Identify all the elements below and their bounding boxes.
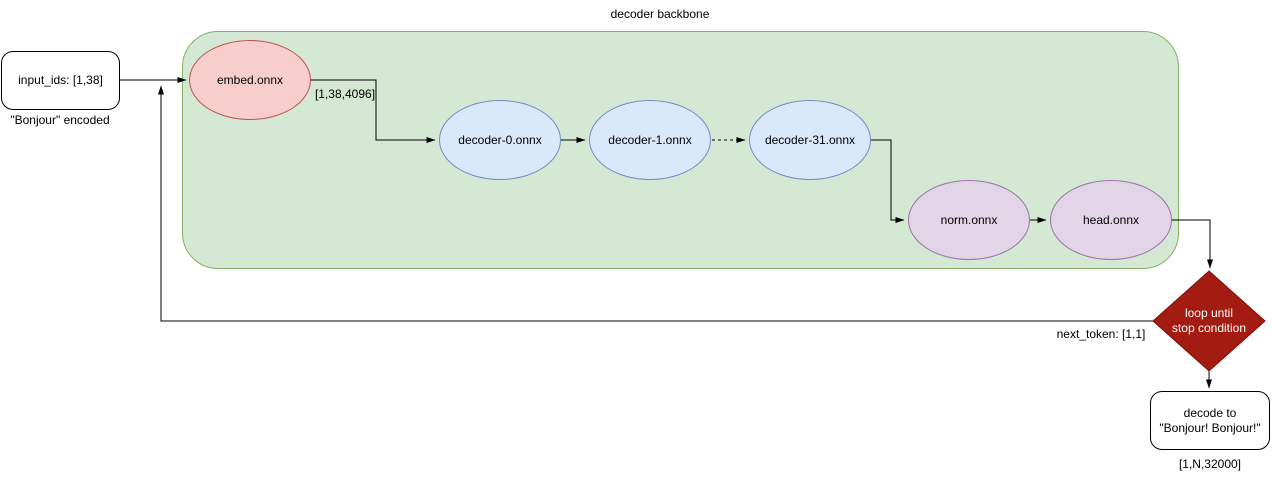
node-embed: embed.onnx: [189, 40, 311, 120]
node-input-ids: input_ids: [1,38]: [1, 51, 120, 110]
node-input-ids-label: input_ids: [1,38]: [18, 73, 103, 88]
decoder-backbone-title: decoder backbone: [610, 7, 710, 21]
node-decoder-31: decoder-31.onnx: [749, 100, 871, 180]
node-decode-label: decode to "Bonjour! Bonjour!": [1159, 406, 1261, 435]
decode-output-shape-label: [1,N,32000]: [1178, 457, 1242, 471]
node-decoder-31-label: decoder-31.onnx: [764, 132, 856, 147]
node-decoder-0: decoder-0.onnx: [439, 100, 561, 180]
node-head-label: head.onnx: [1082, 212, 1140, 227]
node-decoder-1: decoder-1.onnx: [589, 100, 711, 180]
node-norm-label: norm.onnx: [940, 212, 998, 227]
node-decoder-1-label: decoder-1.onnx: [608, 132, 692, 147]
input-encoded-caption: "Bonjour" encoded: [10, 113, 110, 127]
node-embed-label: embed.onnx: [216, 72, 284, 87]
embed-output-shape-label: [1,38,4096]: [314, 87, 376, 101]
node-head: head.onnx: [1050, 180, 1172, 260]
node-decode: decode to "Bonjour! Bonjour!": [1150, 391, 1270, 450]
next-token-label: next_token: [1,1]: [1056, 327, 1146, 341]
node-decoder-0-label: decoder-0.onnx: [458, 132, 542, 147]
loop-decision-label: loop until stop condition: [1171, 306, 1247, 335]
node-norm: norm.onnx: [908, 180, 1030, 260]
